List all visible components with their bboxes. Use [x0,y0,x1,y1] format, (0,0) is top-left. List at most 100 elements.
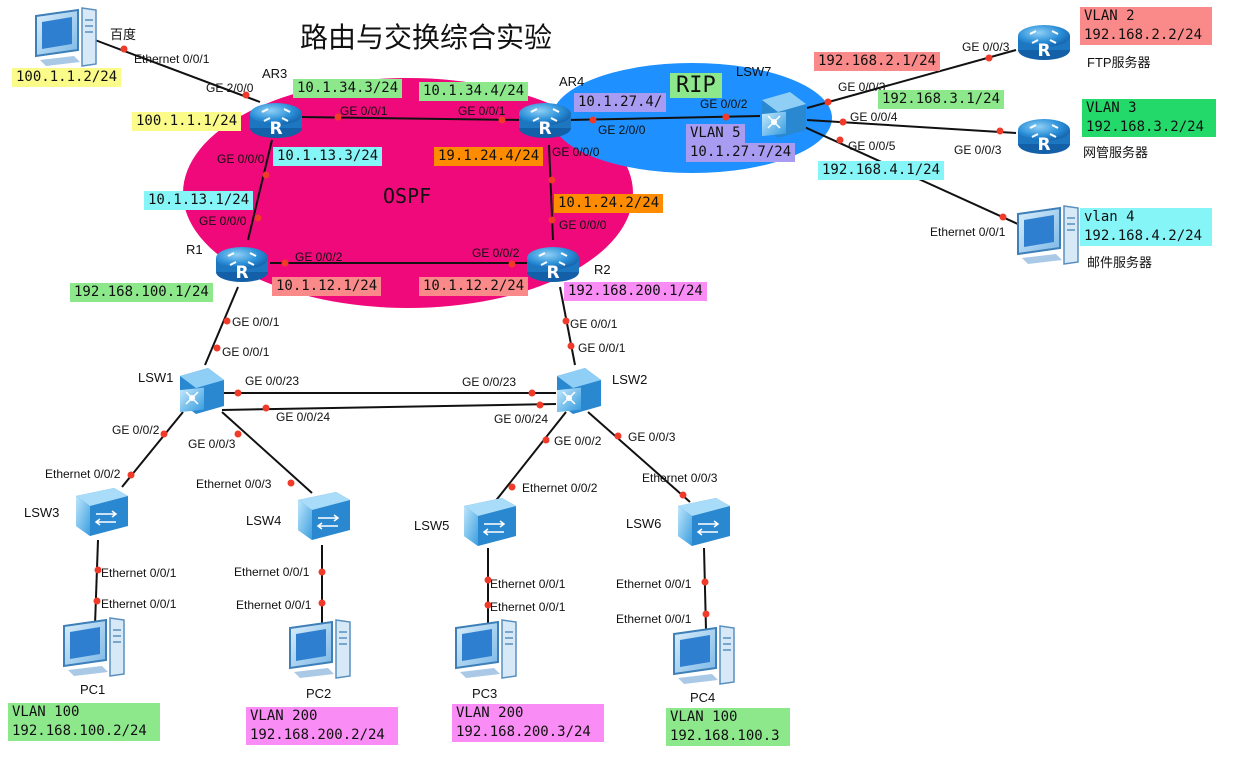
device-name-pc1: PC1 [80,682,106,697]
switch-lsw3[interactable] [76,488,128,536]
link-lsw1-lsw4 [221,411,313,494]
page-title: 路由与交换综合实验 [300,21,553,54]
address-tag: 10.1.34.3/24 [293,79,403,98]
router-nms-server[interactable]: R [1018,119,1070,155]
link-lsw3-pc1 [94,539,99,626]
address-tag: 100.1.1.1/24 [132,112,242,131]
address-tag: 192.168.200.2/24 [246,726,398,745]
link-r2-lsw2 [559,286,576,366]
address-tag: 192.168.200.3/24 [452,723,604,742]
port-label: Ethernet 0/0/1 [234,565,310,579]
address-tag: 192.168.100.1/24 [70,283,213,302]
address-tag: VLAN 3 [1082,99,1216,118]
port-label: GE 0/0/2 [700,97,748,111]
router-ar3[interactable]: R [250,103,302,139]
address-tag: 10.1.34.4/24 [419,82,529,101]
links [94,39,1021,631]
router-r1[interactable]: R [216,247,268,283]
switch-lsw2[interactable] [557,368,601,414]
address-tag: 192.168.2.2/24 [1080,26,1212,45]
router-icon: R [1018,119,1070,155]
switch-lsw7[interactable] [762,92,806,138]
port-label: Ethernet 0/0/2 [45,467,121,481]
address-tag: 192.168.100.3 [666,727,790,746]
address-tag: 10.1.12.2/24 [419,277,529,296]
device-name-ar3: AR3 [262,66,288,81]
link-lsw7-nms [806,119,1017,134]
port-label: Ethernet 0/0/1 [101,566,177,580]
switch-lsw4[interactable] [298,492,350,540]
l2-switch-icon [678,498,730,546]
address-tag: 10.1.24.2/24 [554,194,664,213]
pc-pc4[interactable] [673,625,735,685]
address-tag: vlan 4 [1080,208,1212,227]
address-tag: VLAN 5 [686,124,745,143]
svg-text:R: R [269,119,282,139]
link-r1-lsw1 [204,286,239,366]
link-lsw1-lsw2-24 [221,403,557,411]
ospf-area [183,78,633,308]
router-ar4[interactable]: R [519,103,571,139]
device-name-lsw7: LSW7 [736,64,772,79]
address-tag: 10.1.27.4/ [574,93,667,112]
port-label: GE 2/0/0 [598,123,646,137]
router-icon: R [250,103,302,139]
port-label: Ethernet 0/0/1 [236,598,312,612]
svg-text:R: R [235,263,248,283]
port-label: Ethernet 0/0/2 [522,481,598,495]
link-lsw7-ftp [806,49,1017,109]
router-icon: R [216,247,268,283]
port-label: GE 0/0/1 [232,315,280,329]
address-tag: 10.1.12.1/24 [272,277,382,296]
pc-pc1[interactable] [63,617,125,677]
l2-switch-icon [464,498,516,546]
pc-pc3[interactable] [455,619,517,679]
port-label: GE 0/0/23 [245,374,300,388]
router-icon: R [1018,25,1070,61]
switch-lsw6[interactable] [678,498,730,546]
address-tag: 10.1.13.1/24 [144,191,254,210]
address-tag: 100.1.1.2/24 [12,68,122,87]
pc-icon [289,619,351,679]
router-icon: R [527,247,579,283]
device-name-pc2: PC2 [306,686,332,701]
port-label: Ethernet 0/0/1 [616,577,692,591]
svg-text:R: R [1037,41,1050,61]
port-label: GE 0/0/3 [962,40,1010,54]
router-ftp-server[interactable]: R [1018,25,1070,61]
switch-lsw1[interactable] [180,368,224,414]
address-tag: VLAN 200 [452,704,604,723]
device-name-r2: R2 [594,262,611,277]
device-name-lsw1: LSW1 [138,370,174,385]
port-label: Ethernet 0/0/3 [642,471,718,485]
address-tag: 192.168.4.2/24 [1080,227,1212,246]
port-label: Ethernet 0/0/1 [616,612,692,626]
port-label: GE 0/0/1 [570,317,618,331]
pc-baidu[interactable] [35,7,97,67]
port-label: GE 0/0/2 [472,246,520,260]
port-label: GE 0/0/24 [494,412,549,426]
device-name-pc3: PC3 [472,686,498,701]
link-ar3-r1 [247,139,273,241]
link-lsw2-lsw6 [587,411,691,503]
port-label: Ethernet 0/0/3 [196,477,272,491]
device-name-lsw4: LSW4 [246,513,282,528]
pc-pc2[interactable] [289,619,351,679]
port-label: Ethernet 0/0/1 [930,225,1006,239]
port-label: GE 0/0/24 [276,410,331,424]
l3-switch-icon [557,368,601,414]
svg-text:R: R [1037,135,1050,155]
port-label: GE 0/0/0 [552,145,600,159]
pc-icon [35,7,97,67]
device-name-r1: R1 [186,242,203,257]
zone-label-ospf: OSPF [383,184,432,208]
address-tag: 19.1.24.4/24 [434,147,544,166]
router-r2[interactable]: R [527,247,579,283]
port-dots [93,45,1007,618]
pc-mail-server[interactable] [1017,205,1079,265]
switch-lsw5[interactable] [464,498,516,546]
link-lsw2-lsw5 [493,411,567,504]
pc-icon [455,619,517,679]
port-label: GE 0/0/2 [554,434,602,448]
port-label: GE 0/0/2 [295,250,343,264]
